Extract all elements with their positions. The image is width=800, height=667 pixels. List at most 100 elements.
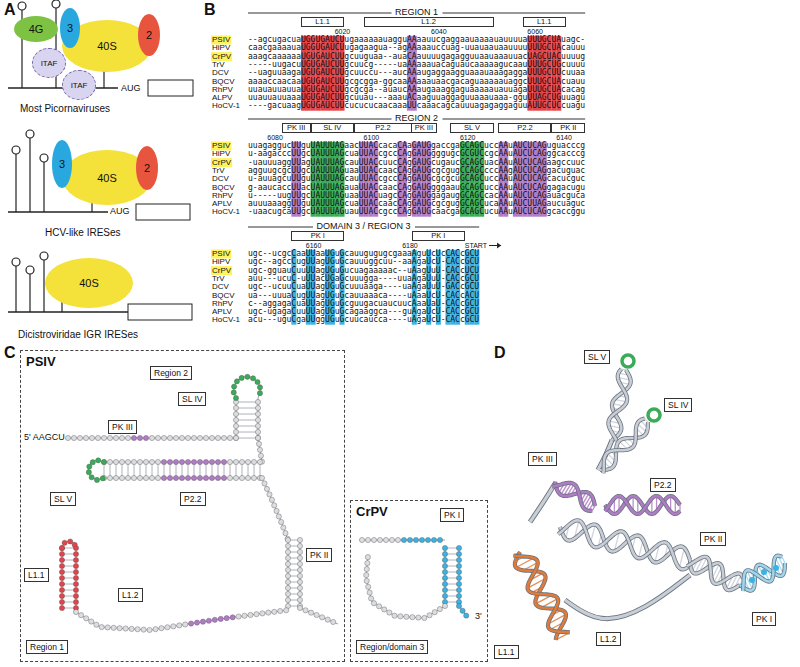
nucleotide-dot xyxy=(285,537,290,542)
orf-box xyxy=(148,80,193,96)
position-number: 6100 xyxy=(364,134,380,141)
nucleotide-dot xyxy=(233,475,238,480)
node-text: ITAF xyxy=(71,81,88,90)
nucleotide-dot xyxy=(274,508,279,513)
virus-name: DCV xyxy=(212,69,229,77)
nucleotide-dot xyxy=(167,459,172,464)
nucleotide-dot xyxy=(297,597,302,602)
stem-loop xyxy=(52,0,60,8)
nucleotide-dot xyxy=(279,519,284,524)
nucleotide-dot xyxy=(456,587,461,592)
nucleotide-dot xyxy=(365,537,370,542)
stem-loop xyxy=(26,266,34,274)
sequence-row: c--aggagaCuaUUagUGuGcguugacuaucuucAaaUaU… xyxy=(248,300,479,308)
pk-i-nucleotide xyxy=(773,565,779,571)
structure-label-box: PK II xyxy=(306,548,332,562)
nucleotide-dot xyxy=(285,585,290,590)
nucleotide-dot xyxy=(101,459,106,464)
structure-label-box: PK I xyxy=(752,612,776,626)
stem-loop xyxy=(12,258,20,266)
virus-name: RhPV xyxy=(212,86,233,94)
helix-strand xyxy=(552,483,592,511)
nucleotide-dot xyxy=(143,435,148,440)
nucleotide-dot xyxy=(416,615,421,620)
node-text: Region/domain 3 xyxy=(360,642,424,652)
virus-name: RhPV xyxy=(212,300,233,308)
nucleotide-dot xyxy=(73,581,78,586)
nucleotide-dot xyxy=(137,435,142,440)
nucleotide-dot xyxy=(308,610,313,615)
nucleotide-dot xyxy=(413,537,418,542)
nucleotide-dot xyxy=(371,601,376,606)
helix-strand xyxy=(687,557,743,584)
initiation-factor: 2 xyxy=(136,146,158,190)
nucleotide-dot xyxy=(73,587,78,592)
nucleotide-dot xyxy=(442,545,447,550)
nucleotide-dot xyxy=(392,613,397,618)
helix-strand xyxy=(600,422,648,470)
nucleotide-dot xyxy=(283,531,288,536)
nucleotide-dot xyxy=(59,557,64,562)
nucleotide-dot xyxy=(227,459,232,464)
sequence-row: u-----uugUUgcUAUUUAGuaaUUACuagcCAgGAUGga… xyxy=(248,192,585,200)
nucleotide-dot xyxy=(191,459,196,464)
structure-panel: PSIVRegion 2SL IVPK IIISL VP2.2L1.1L1.2R… xyxy=(20,350,345,662)
rna-loop xyxy=(530,482,556,522)
nucleotide-dot xyxy=(153,627,158,632)
nucleotide-dot xyxy=(177,623,182,628)
nucleotide-dot xyxy=(197,475,202,480)
nucleotide-dot xyxy=(159,626,164,631)
sequence-row: u-auuagcuUUguUAUUUAGcauUUACcgccCAgGAUGcg… xyxy=(248,175,585,183)
structure-label-box: PK III xyxy=(108,420,137,434)
nucleotide-dot xyxy=(137,459,142,464)
nucleotide-dot xyxy=(239,475,244,480)
orf-box xyxy=(136,204,190,220)
alignment-feature-box: PK I xyxy=(412,231,465,241)
node-text: PK III xyxy=(287,123,305,132)
nucleotide-dot xyxy=(197,459,202,464)
nucleotide-dot xyxy=(59,593,64,598)
nucleotide-dot xyxy=(83,435,88,440)
rna-loop xyxy=(565,575,690,619)
base-pair xyxy=(236,432,258,433)
stem-loop xyxy=(15,266,16,312)
virus-name: CrPV xyxy=(212,159,231,167)
virus-name: DCV xyxy=(212,175,229,183)
nucleotide-dot xyxy=(272,609,277,614)
nucleotide-dot xyxy=(395,537,400,542)
nucleotide-dot xyxy=(147,627,152,632)
virus-name: APLV xyxy=(212,200,232,208)
nucleotide-dot xyxy=(248,612,253,617)
virus-name: TrV xyxy=(212,167,225,175)
virus-name: RhPV xyxy=(212,192,233,200)
nucleotide-dot xyxy=(149,435,154,440)
start-arrow xyxy=(497,243,501,249)
node-text: 40S xyxy=(97,40,117,52)
sequence-row: g-aaucaccUUacUAUUUAGauaUUACcaacCAgGAUGgg… xyxy=(248,184,585,192)
nucleotide-dot xyxy=(113,475,118,480)
panel-letter: C xyxy=(4,345,16,361)
stem-loop xyxy=(15,154,16,212)
nucleotide-dot xyxy=(456,557,461,562)
nucleotide-dot xyxy=(364,566,369,571)
structure-label-box: PK III xyxy=(528,452,557,466)
mrna-line xyxy=(8,211,108,213)
virus-name: BQCV xyxy=(212,78,235,86)
nucleotide-dot xyxy=(456,603,461,608)
nucleotide-dot xyxy=(173,459,178,464)
sequence-row: ugc--agccCugUUagUGuGcauuuggcuu--aaAgaUcU… xyxy=(248,258,479,266)
helix-strand xyxy=(605,496,680,514)
nucleotide-dot xyxy=(125,475,130,480)
helix-strand xyxy=(513,556,569,633)
nucleotide-dot xyxy=(359,537,364,542)
nucleotide-dot xyxy=(227,435,232,440)
virus-name: HiPV xyxy=(212,258,230,266)
nucleotide-dot xyxy=(143,459,148,464)
nucleotide-dot xyxy=(456,563,461,568)
alignment-feature-box: PK III xyxy=(282,123,311,133)
nucleotide-dot xyxy=(62,540,67,545)
nucleotide-dot xyxy=(65,435,70,440)
alignment-feature-box: L1.1 xyxy=(301,17,344,27)
nucleotide-dot xyxy=(387,610,392,615)
base-pair xyxy=(236,414,258,415)
